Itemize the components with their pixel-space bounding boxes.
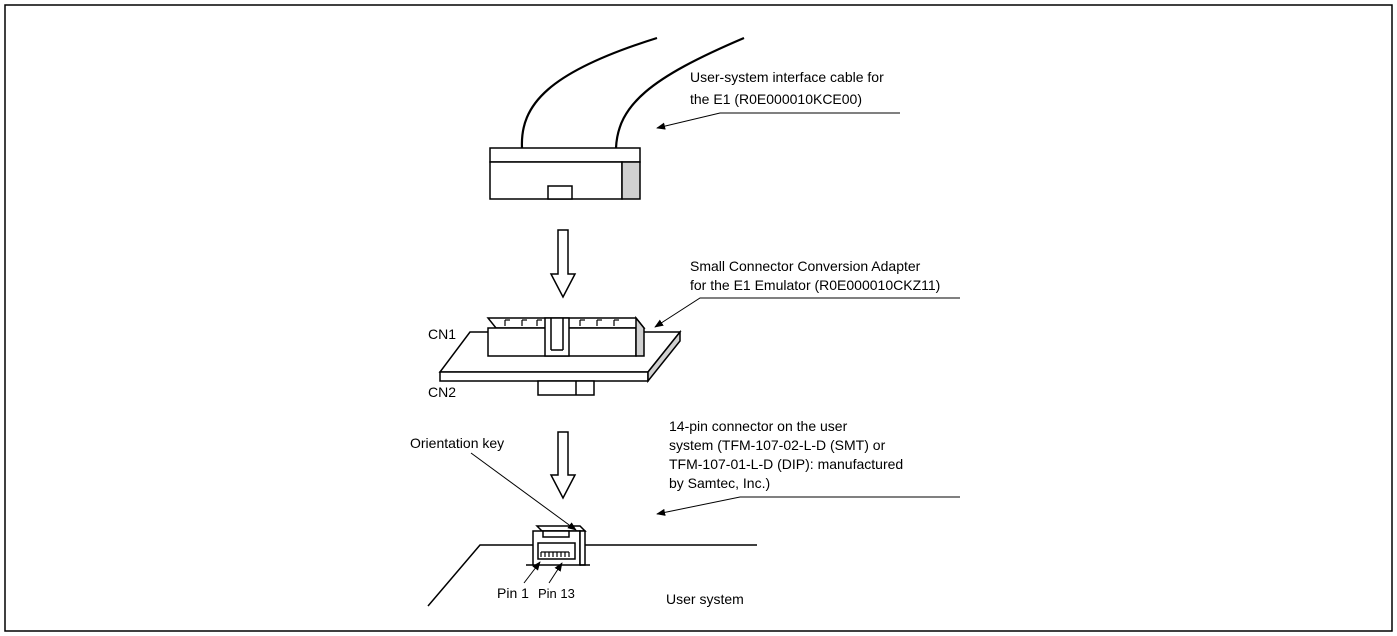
connector-leader	[656, 496, 960, 516]
orientation-key-leader	[470, 452, 577, 531]
user-connector-opening	[537, 542, 576, 560]
cable-label-line2: the E1 (R0E000010KCE00)	[690, 91, 862, 107]
cable-wire-right	[614, 36, 745, 149]
user-board-edge	[427, 544, 757, 607]
user-connector-orientation-key	[542, 530, 570, 538]
arrow-down-1	[549, 229, 577, 299]
adapter-label-line2: for the E1 Emulator (R0E000010CKZ11)	[690, 277, 940, 293]
connector-label-line1: 14-pin connector on the user	[669, 418, 848, 434]
user-system-board	[427, 544, 757, 607]
arrow-down-2	[549, 431, 577, 500]
connector-label-line2: system (TFM-107-02-L-D (SMT) or	[669, 437, 886, 453]
conversion-adapter	[438, 315, 682, 396]
cable-wire-left	[520, 36, 658, 149]
pin13-label: Pin 13	[538, 586, 575, 601]
user-connector-pins	[540, 551, 570, 557]
adapter-board-side	[647, 329, 681, 384]
cable-connector-key	[547, 185, 573, 200]
adapter-label-line1: Small Connector Conversion Adapter	[690, 258, 921, 274]
user-connector-side	[579, 530, 586, 566]
pin1-leader	[523, 561, 541, 584]
cable-label-line1: User-system interface cable for	[690, 69, 884, 85]
adapter-board-front	[439, 371, 649, 382]
leader-lines	[470, 112, 960, 584]
connector-label-line3: TFM-107-01-L-D (DIP): manufactured	[669, 456, 903, 472]
cable-connector-plug	[489, 147, 641, 200]
pin13-leader	[548, 562, 563, 584]
adapter-leader	[654, 297, 960, 328]
cable-connector-top	[489, 147, 641, 163]
adapter-cn1-side	[635, 315, 645, 357]
adapter-cn2-connector	[537, 380, 595, 396]
cn2-label: CN2	[428, 384, 456, 400]
user-14pin-connector	[526, 525, 590, 566]
orientation-key-label: Orientation key	[410, 435, 504, 451]
pin1-label: Pin 1	[497, 585, 529, 601]
cn1-label: CN1	[428, 326, 456, 342]
adapter-cn1-pins	[504, 319, 619, 326]
user-system-label: User system	[666, 591, 744, 607]
cable-leader	[656, 112, 900, 130]
cable-connector-side	[621, 161, 641, 200]
interface-cable	[520, 36, 745, 149]
adapter-cn1-key-slot	[544, 317, 570, 357]
figure-border	[4, 4, 1393, 632]
connector-label-line4: by Samtec, Inc.)	[669, 475, 770, 491]
